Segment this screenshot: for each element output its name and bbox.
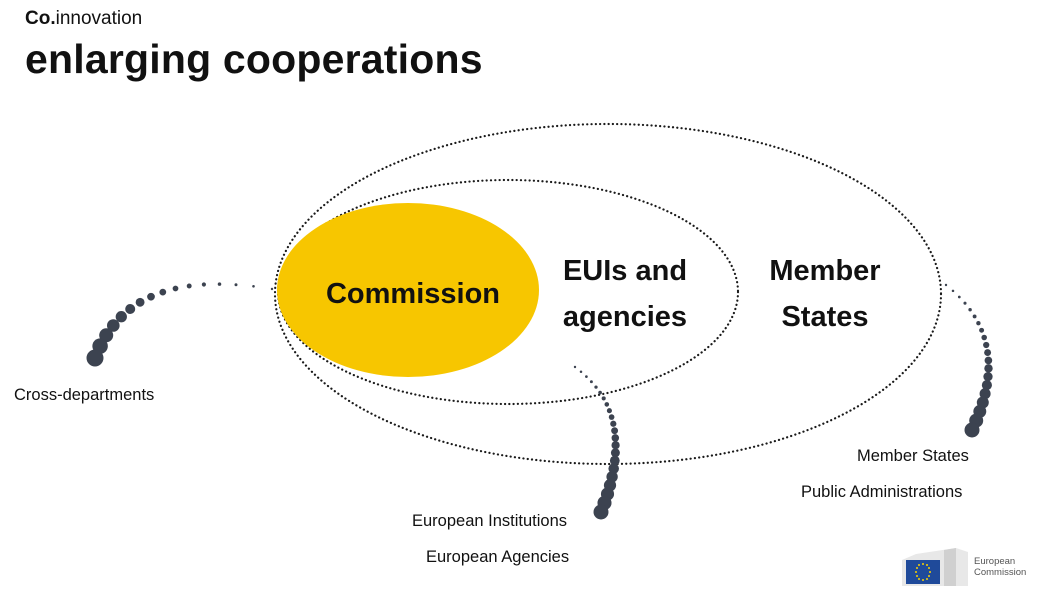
connector-dot [611, 434, 620, 442]
connector-dot [585, 375, 588, 378]
connector-dot [115, 311, 127, 323]
connector-dot [609, 455, 620, 466]
connector-dot [593, 504, 609, 520]
connector-dot [598, 390, 602, 395]
connector-dot [981, 334, 987, 341]
connector-dot [579, 370, 583, 373]
connector-dot [979, 388, 991, 400]
section-kicker: Co.innovation [25, 8, 142, 30]
connector-dot [984, 364, 993, 373]
cross-departments-connector [86, 282, 274, 367]
public-administrations-label: Public Administrations [801, 483, 963, 501]
connector-dot [984, 349, 992, 357]
member-states-label-line1: Member [769, 255, 881, 287]
connector-dot [106, 319, 120, 332]
connector-dot [589, 380, 593, 384]
connector-dot [944, 283, 948, 287]
euis-label-line1: EUIs and [562, 255, 688, 287]
euis-label-line2: agencies [562, 301, 688, 333]
connector-dot [159, 288, 167, 296]
connector-dot [234, 283, 238, 287]
member-states-ellipse [273, 122, 943, 466]
logo-text: European Commission [974, 556, 1026, 578]
logo-line1: European [974, 556, 1016, 567]
connector-dot [270, 287, 274, 291]
connector-dot [186, 283, 192, 289]
connector-dot [963, 301, 967, 305]
commission-label: Commission [325, 278, 501, 310]
connector-dot [951, 289, 955, 293]
european-agencies-label: European Agencies [426, 548, 570, 566]
connector-dot [252, 285, 255, 288]
connector-dot [606, 408, 612, 414]
page-title: enlarging cooperations [25, 36, 483, 82]
member-states-label-line2: States [781, 301, 869, 333]
connector-dot [217, 282, 222, 286]
connector-dot [984, 356, 993, 365]
euis-ellipse [276, 178, 740, 406]
kicker-bold: Co. [25, 8, 56, 29]
eu-flag-icon [902, 548, 968, 586]
connector-dot [610, 420, 617, 427]
european-institutions-label: European Institutions [412, 512, 568, 530]
european-institutions-connector [573, 365, 620, 520]
connector-dot [147, 292, 155, 301]
connector-dot [976, 321, 981, 326]
connector-dot [86, 349, 104, 367]
connector-dot [983, 371, 993, 382]
member-states-connector [944, 283, 993, 438]
connector-dot [573, 365, 577, 369]
connector-dot [201, 282, 206, 287]
cross-departments-label: Cross-departments [14, 386, 155, 404]
member-states-note: Member States [857, 447, 969, 465]
connector-dot [964, 422, 980, 438]
member-states-label: Member States [745, 248, 905, 340]
connector-dot [972, 314, 977, 319]
connector-dot [610, 448, 620, 458]
connector-dot [604, 402, 610, 407]
connector-dot [601, 396, 606, 401]
connector-dot [135, 297, 145, 307]
connector-dot [611, 427, 619, 435]
commission-ellipse [277, 203, 539, 377]
connector-dot [968, 307, 972, 312]
kicker-rest: innovation [55, 8, 143, 29]
logo-line2: Commission [974, 567, 1027, 578]
european-commission-logo: European Commission [896, 546, 1036, 586]
connector-dot [608, 414, 615, 420]
connector-dot [979, 327, 985, 333]
connector-dot [125, 303, 136, 315]
connector-dot [594, 385, 598, 389]
euis-label: EUIs and agencies [540, 248, 710, 340]
connector-dot [983, 341, 990, 349]
connector-dot [957, 295, 961, 299]
connector-dot [99, 328, 114, 343]
connector-dot [611, 441, 620, 450]
connector-dot [981, 380, 992, 391]
connector-dot [172, 285, 179, 292]
